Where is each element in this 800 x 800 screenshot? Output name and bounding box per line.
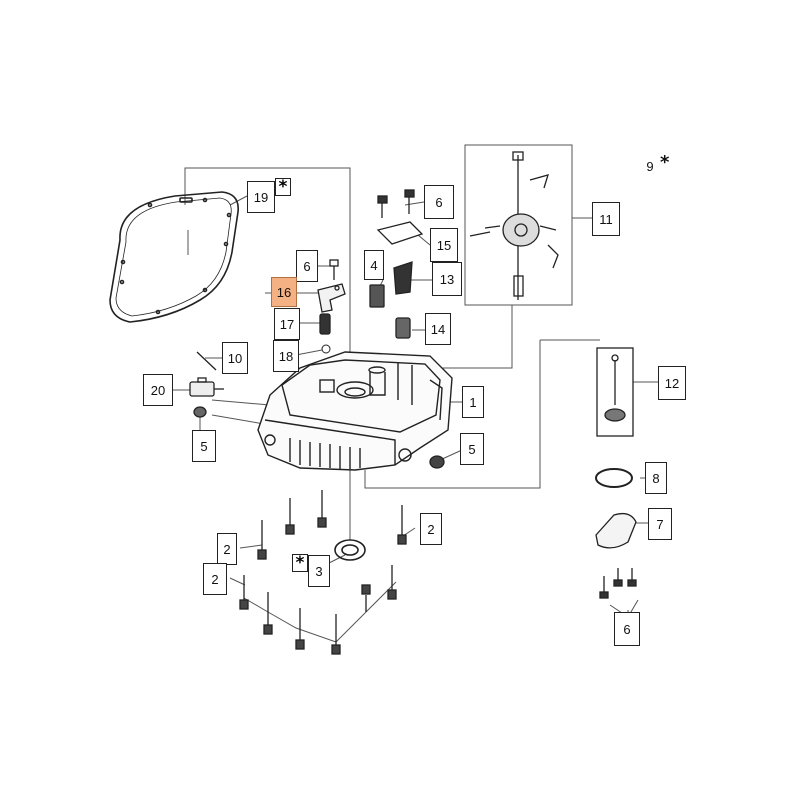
- asterisk-mark-9: *: [660, 152, 670, 173]
- cover-plate-round: [595, 512, 637, 549]
- callout-7: 7: [648, 508, 672, 540]
- callout-10: 10: [222, 342, 248, 374]
- oil-seal: [334, 539, 366, 561]
- callout-20: 20: [143, 374, 173, 406]
- o-ring: [595, 468, 633, 488]
- governor-bracket: [317, 283, 346, 313]
- callout-18: 18: [273, 340, 299, 372]
- callout-5b: 5: [460, 433, 484, 465]
- callout-9: 9: [640, 152, 660, 180]
- callout-16-highlighted: 16: [271, 277, 297, 307]
- drain-plug-right: [429, 455, 445, 469]
- crankcase-gasket: [109, 191, 239, 323]
- callout-14: 14: [425, 313, 451, 345]
- block-part: [369, 284, 385, 308]
- callout-15: 15: [430, 228, 458, 262]
- callout-4: 4: [364, 250, 384, 280]
- screen-filter: [393, 261, 413, 295]
- callout-6c: 6: [614, 612, 640, 646]
- callout-1: 1: [462, 386, 484, 418]
- callout-3: 3: [308, 555, 330, 587]
- governor-assembly: [469, 151, 559, 300]
- asterisk-mark-3: *: [292, 554, 308, 572]
- drain-plug-left: [193, 406, 207, 418]
- callout-2c: 2: [420, 513, 442, 545]
- callout-5a: 5: [192, 430, 216, 462]
- bolts-pair: [377, 189, 415, 218]
- crankcase-cover-body: [257, 351, 453, 471]
- governor-shaft-assembly: [596, 347, 634, 437]
- oil-sensor: [189, 377, 224, 397]
- callout-13: 13: [432, 262, 462, 296]
- bolts-right-group: [599, 568, 637, 599]
- callout-2b: 2: [203, 563, 227, 595]
- callout-17: 17: [274, 308, 300, 340]
- callout-19: 19: [247, 181, 275, 213]
- asterisk-mark-19: *: [275, 178, 291, 196]
- check-ball: [321, 344, 331, 354]
- oil-plug: [395, 317, 411, 339]
- callout-6a: 6: [296, 250, 318, 282]
- cover-bolts: [239, 490, 407, 655]
- pin: [196, 351, 217, 371]
- callout-6b: 6: [424, 185, 454, 219]
- bolt-small-left: [329, 259, 339, 280]
- callout-11: 11: [592, 202, 620, 236]
- callout-12: 12: [658, 366, 686, 400]
- callout-8: 8: [645, 462, 667, 494]
- cover-plate: [376, 221, 424, 245]
- spring: [319, 313, 331, 335]
- callout-2a: 2: [217, 533, 237, 565]
